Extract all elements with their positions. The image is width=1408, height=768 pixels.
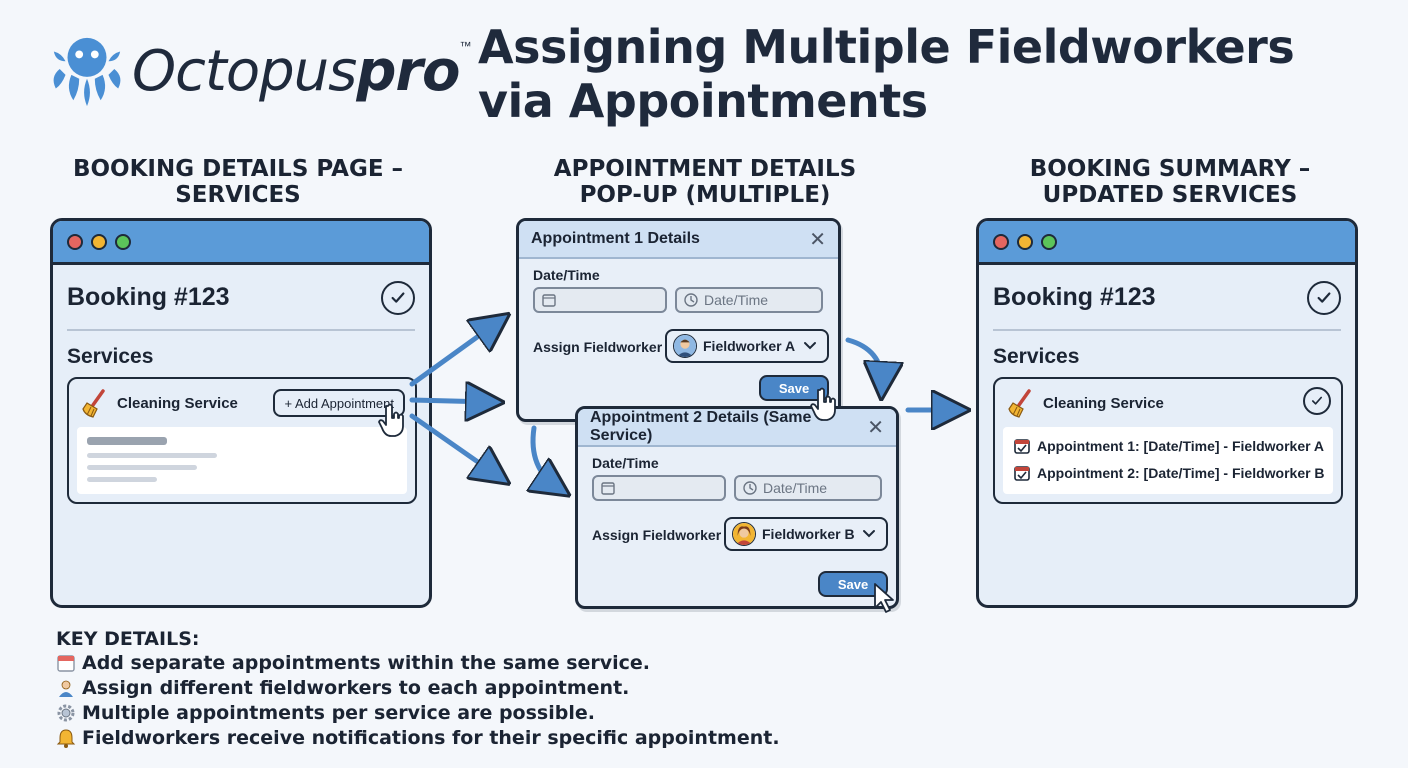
service-name: Cleaning Service [1043, 395, 1164, 412]
key-detail-item: Multiple appointments per service are po… [56, 702, 595, 724]
gear-icon [57, 704, 75, 722]
appointment-text: Appointment 2: [Date/Time] - Fieldworker… [1037, 465, 1325, 481]
arrow-curve-right [845, 337, 882, 386]
service-card-cleaning: Cleaning Service + Add Appointment [67, 377, 417, 504]
date-time-label: Date/Time [533, 267, 600, 283]
dialog-title: Appointment 2 Details (Same Service) [590, 409, 812, 444]
calendar-check-icon [1014, 466, 1030, 481]
time-input[interactable]: Date/Time [675, 287, 823, 313]
section-heading-popup: APPOINTMENT DETAILS POP-UP (MULTIPLE) [553, 156, 857, 208]
service-details-placeholder [77, 427, 407, 494]
arrow-cursor-icon [874, 583, 894, 613]
appointment-list: Appointment 1: [Date/Time] - Fieldworker… [1003, 427, 1333, 494]
arrow-curve-left [533, 425, 558, 488]
minimize-window-dot[interactable] [1017, 233, 1033, 250]
key-detail-text: Add separate appointments within the sam… [82, 652, 651, 674]
services-heading: Services [993, 345, 1080, 368]
booking-details-window: Booking #123 Services Cleaning Service +… [50, 218, 432, 608]
brand-wordmark: Octopuspro™ [132, 38, 472, 104]
avatar [732, 522, 756, 546]
broom-icon [1008, 389, 1031, 418]
minimize-window-dot[interactable] [91, 233, 107, 250]
list-item[interactable]: Appointment 1: [Date/Time] - Fieldworker… [1013, 437, 1324, 455]
date-input[interactable] [592, 475, 726, 501]
key-details-heading: KEY DETAILS: [56, 628, 200, 650]
placeholder-line [87, 453, 217, 458]
window-titlebar [53, 221, 429, 265]
octopus-logo-icon [53, 37, 121, 107]
octopuspro-logo: Octopuspro™ [48, 30, 472, 112]
services-heading: Services [67, 345, 154, 368]
time-input[interactable]: Date/Time [734, 475, 882, 501]
list-item[interactable]: Appointment 2: [Date/Time] - Fieldworker… [1013, 464, 1325, 482]
service-card-cleaning: Cleaning Service Appointment 1: [Date/Ti… [993, 377, 1343, 504]
section-heading-summary: BOOKING SUMMARY – UPDATED SERVICES [1029, 156, 1311, 208]
appointment-1-dialog: Appointment 1 Details ✕ Date/Time Date/T… [516, 218, 841, 422]
service-name: Cleaning Service [117, 395, 238, 412]
section-heading-booking-page: BOOKING DETAILS PAGE – SERVICES [72, 156, 404, 208]
maximize-window-dot[interactable] [115, 233, 131, 250]
dialog-title: Appointment 1 Details [531, 230, 700, 247]
selected-fieldworker: Fieldworker B [762, 526, 855, 542]
clock-icon [684, 293, 698, 307]
key-detail-text: Multiple appointments per service are po… [82, 702, 595, 724]
bell-icon [56, 729, 76, 748]
service-check-icon [1303, 387, 1331, 415]
key-detail-text: Fieldworkers receive notifications for t… [82, 727, 780, 749]
pointer-hand-icon [378, 403, 404, 437]
add-appointment-button[interactable]: + Add Appointment [273, 389, 405, 417]
fieldworker-select[interactable]: Fieldworker A [665, 329, 829, 363]
booking-check-icon [1307, 281, 1341, 315]
time-placeholder: Date/Time [763, 480, 828, 496]
placeholder-line [87, 465, 197, 470]
divider [993, 329, 1341, 331]
placeholder-line [87, 437, 167, 445]
dialog-header: Appointment 1 Details ✕ [519, 221, 838, 259]
calendar-check-icon [1014, 439, 1030, 454]
appointment-2-dialog: Appointment 2 Details (Same Service) ✕ D… [575, 406, 899, 609]
avatar [673, 334, 697, 358]
dialog-header: Appointment 2 Details (Same Service) ✕ [578, 409, 896, 447]
placeholder-line [87, 477, 157, 482]
person-icon [59, 680, 73, 697]
calendar-icon [601, 482, 615, 495]
clock-icon [743, 481, 757, 495]
appointment-text: Appointment 1: [Date/Time] - Fieldworker… [1037, 438, 1325, 454]
key-detail-item: Assign different fieldworkers to each ap… [56, 677, 629, 699]
close-icon[interactable]: ✕ [867, 416, 884, 439]
time-placeholder: Date/Time [704, 292, 769, 308]
key-detail-item: Fieldworkers receive notifications for t… [56, 727, 780, 749]
date-input[interactable] [533, 287, 667, 313]
booking-summary-window: Booking #123 Services Cleaning Service A… [976, 218, 1358, 608]
assign-fieldworker-label: Assign Fieldworker [592, 527, 722, 543]
booking-title: Booking #123 [993, 283, 1156, 311]
calendar-icon [57, 655, 75, 672]
booking-check-icon [381, 281, 415, 315]
date-time-label: Date/Time [592, 455, 659, 471]
chevron-down-icon [804, 342, 816, 350]
assign-fieldworker-label: Assign Fieldworker [533, 339, 663, 355]
window-titlebar [979, 221, 1355, 265]
save-button[interactable]: Save [759, 375, 829, 401]
close-window-dot[interactable] [67, 233, 83, 250]
maximize-window-dot[interactable] [1041, 233, 1057, 250]
key-detail-text: Assign different fieldworkers to each ap… [82, 677, 630, 699]
key-detail-item: Add separate appointments within the sam… [56, 652, 650, 674]
booking-title: Booking #123 [67, 283, 230, 311]
close-window-dot[interactable] [993, 233, 1009, 250]
fieldworker-select[interactable]: Fieldworker B [724, 517, 888, 551]
broom-icon [82, 389, 105, 418]
pointer-hand-icon [810, 387, 836, 421]
divider [67, 329, 415, 331]
page-title: Assigning Multiple Fieldworkers via Appo… [478, 20, 1295, 128]
chevron-down-icon [863, 530, 875, 538]
calendar-icon [542, 294, 556, 307]
close-icon[interactable]: ✕ [809, 228, 826, 251]
selected-fieldworker: Fieldworker A [703, 338, 796, 354]
